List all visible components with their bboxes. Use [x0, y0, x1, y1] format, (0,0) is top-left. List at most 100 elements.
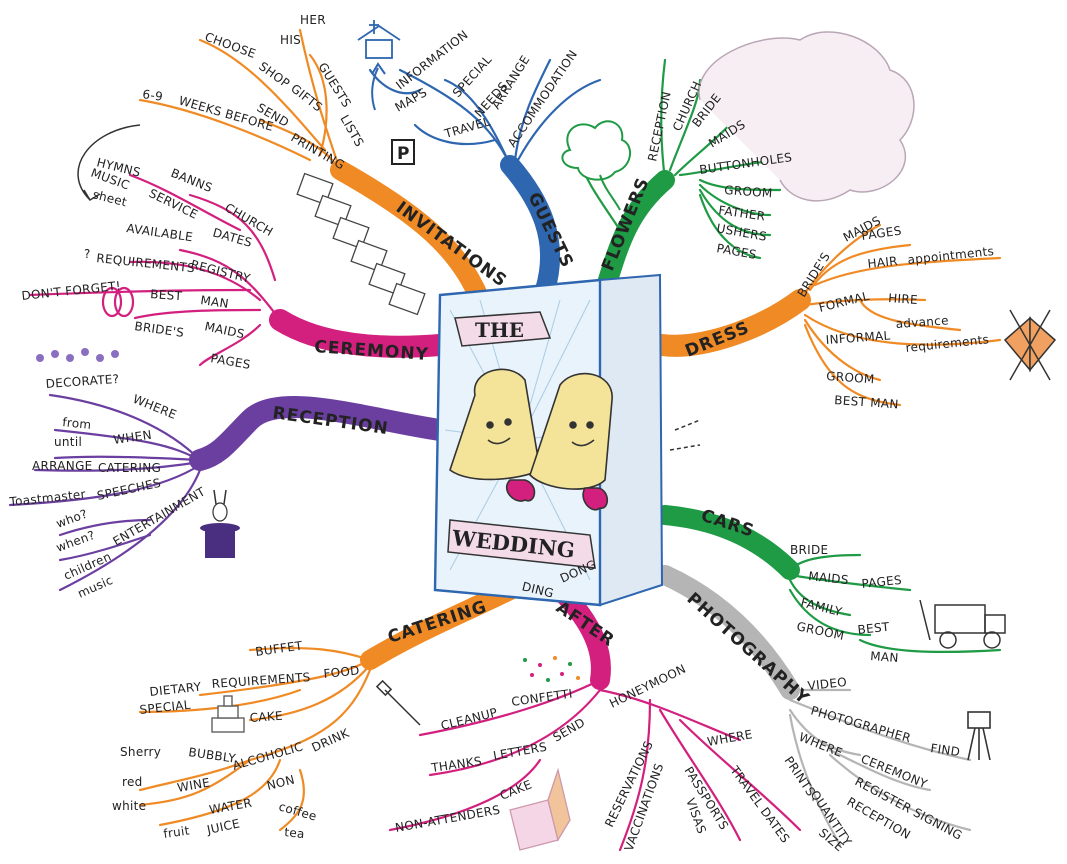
- cars-main-branch: [655, 505, 800, 580]
- decorations: P: [36, 20, 1057, 851]
- word-find: FIND: [930, 741, 962, 759]
- branch-label-dress: DRESS: [682, 318, 752, 362]
- central-wedding-card: THE WEDDING DING DONG: [433, 273, 664, 607]
- word-man-cars: MAN: [870, 649, 899, 665]
- word-dates-ceremony: DATES: [211, 225, 254, 250]
- word-cake-catering: CAKE: [249, 709, 283, 725]
- word-6-9: 6-9: [142, 87, 164, 104]
- word-requirements-ceremony: REQUIREMENTS: [96, 251, 196, 275]
- word-travel: TRAVEL: [442, 114, 492, 141]
- word-pages-cars: PAGES: [861, 573, 903, 591]
- word-wine: WINE: [176, 775, 211, 795]
- word-non-attenders: NON-ATTENDERS: [394, 803, 501, 835]
- word-video: VIDEO: [807, 675, 848, 693]
- wedding-bells-icon: [449, 368, 613, 511]
- confetti-icon: [523, 656, 580, 682]
- flower-bud-icon: [561, 120, 631, 211]
- branch-label-catering: CATERING: [385, 597, 489, 648]
- word-tea: tea: [284, 825, 306, 841]
- word-speeches: SPEECHES: [96, 476, 163, 503]
- word-her: HER: [300, 13, 326, 27]
- parking-icon: P: [391, 139, 415, 165]
- word-father: FATHER: [718, 203, 767, 223]
- word-where-reception: WHERE: [131, 392, 179, 422]
- word-buffet: BUFFET: [254, 638, 303, 659]
- word-until: until: [54, 435, 82, 449]
- word-lists: LISTS: [337, 113, 366, 150]
- word-sherry: Sherry: [120, 745, 161, 759]
- word-water: WATER: [208, 796, 253, 817]
- motion-lines: [669, 419, 701, 451]
- word-maps: MAPS: [393, 85, 430, 114]
- word-requirements-dress: requirements: [905, 332, 990, 355]
- arrow-icon: [371, 62, 386, 111]
- word-appointments: appointments: [907, 244, 995, 267]
- word-bride-cars: BRIDE: [790, 543, 828, 557]
- word-informal: INFORMAL: [825, 329, 891, 347]
- word-best-ceremony: BEST: [150, 287, 183, 303]
- dress-main-branch: [651, 289, 811, 357]
- word-thanks: THANKS: [429, 754, 482, 775]
- word-hire: HIRE: [888, 291, 919, 307]
- word-fruit: fruit: [162, 823, 190, 841]
- word-decorate: DECORATE?: [45, 372, 120, 391]
- word-when: WHEN: [112, 428, 152, 447]
- curved-arrow-icon: [77, 124, 141, 202]
- word-from: from: [62, 415, 92, 432]
- word-banns: BANNS: [169, 166, 215, 195]
- word-advance: advance: [895, 313, 949, 331]
- word-toastmaster: Toastmaster: [8, 487, 87, 509]
- word-pages-flowers: PAGES: [715, 241, 757, 262]
- word-special-catering: SPECIAL: [139, 698, 192, 717]
- bottom-banner: [447, 519, 596, 569]
- word-his: HIS: [280, 33, 301, 47]
- card-title-the: THE: [475, 318, 524, 342]
- word-best-cars: BEST: [857, 620, 891, 637]
- camera-icon: [967, 711, 991, 761]
- word-white: white: [112, 799, 146, 813]
- word-when-q: when?: [54, 528, 97, 555]
- word-registry: REGISTRY: [189, 257, 252, 285]
- word-cake-after: CAKE: [498, 777, 534, 802]
- word-hair: HAIR: [867, 254, 899, 271]
- word-maids-cars: MAIDS: [808, 569, 850, 587]
- cake-box-icon: [509, 767, 571, 851]
- word-pages-dress: PAGES: [860, 223, 902, 242]
- branch-label-photography: PHOTOGRAPHY: [683, 589, 813, 709]
- word-coffee: coffee: [277, 799, 318, 823]
- word-arrange: ARRANGE: [489, 53, 533, 112]
- word-food: FOOD: [323, 663, 360, 681]
- word-bubbly: BUBBLY: [188, 745, 238, 766]
- flowers-main-branch: [595, 170, 675, 300]
- word-groom-dress: GROOM: [826, 369, 875, 386]
- guests-main-branch: [500, 155, 561, 300]
- word-groom-flowers: GROOM: [724, 183, 773, 200]
- word-formal: FORMAL: [817, 289, 871, 315]
- church-icon: [357, 20, 401, 59]
- branch-label-invitations: INVITATIONS: [392, 198, 511, 292]
- word-drink: DRINK: [310, 726, 353, 755]
- word-question-mark: ?: [84, 247, 91, 261]
- word-music-reception: music: [76, 573, 115, 601]
- word-maids-ceremony: MAIDS: [203, 319, 245, 341]
- ceremony-main-branch: [269, 309, 451, 358]
- word-dont-forget: DON'T FORGET!: [21, 279, 122, 303]
- word-shop: SHOP: [256, 59, 292, 91]
- word-best-man-dress: BEST MAN: [834, 393, 899, 411]
- word-man-ceremony: MAN: [200, 293, 230, 311]
- word-printing: PRINTING: [289, 130, 348, 172]
- word-gifts: GIFTS: [288, 81, 325, 114]
- word-non: NON: [265, 772, 296, 792]
- word-alcoholic: ALCOHOLIC: [231, 739, 305, 772]
- word-where-after: WHERE: [706, 727, 754, 749]
- word-pages-ceremony: PAGES: [209, 351, 251, 372]
- word-brides-ceremony: BRIDE'S: [134, 319, 185, 340]
- word-cleanup: CLEANUP: [439, 705, 499, 733]
- word-confetti: CONFETTI: [510, 687, 573, 709]
- vintage-car-icon: [919, 599, 1006, 649]
- word-ushers: USHERS: [715, 221, 767, 244]
- word-requirements-catering: REQUIREMENTS: [211, 670, 311, 691]
- bow-tie-icon: [1003, 309, 1057, 381]
- word-brides-dress: BRIDE'S: [795, 250, 833, 300]
